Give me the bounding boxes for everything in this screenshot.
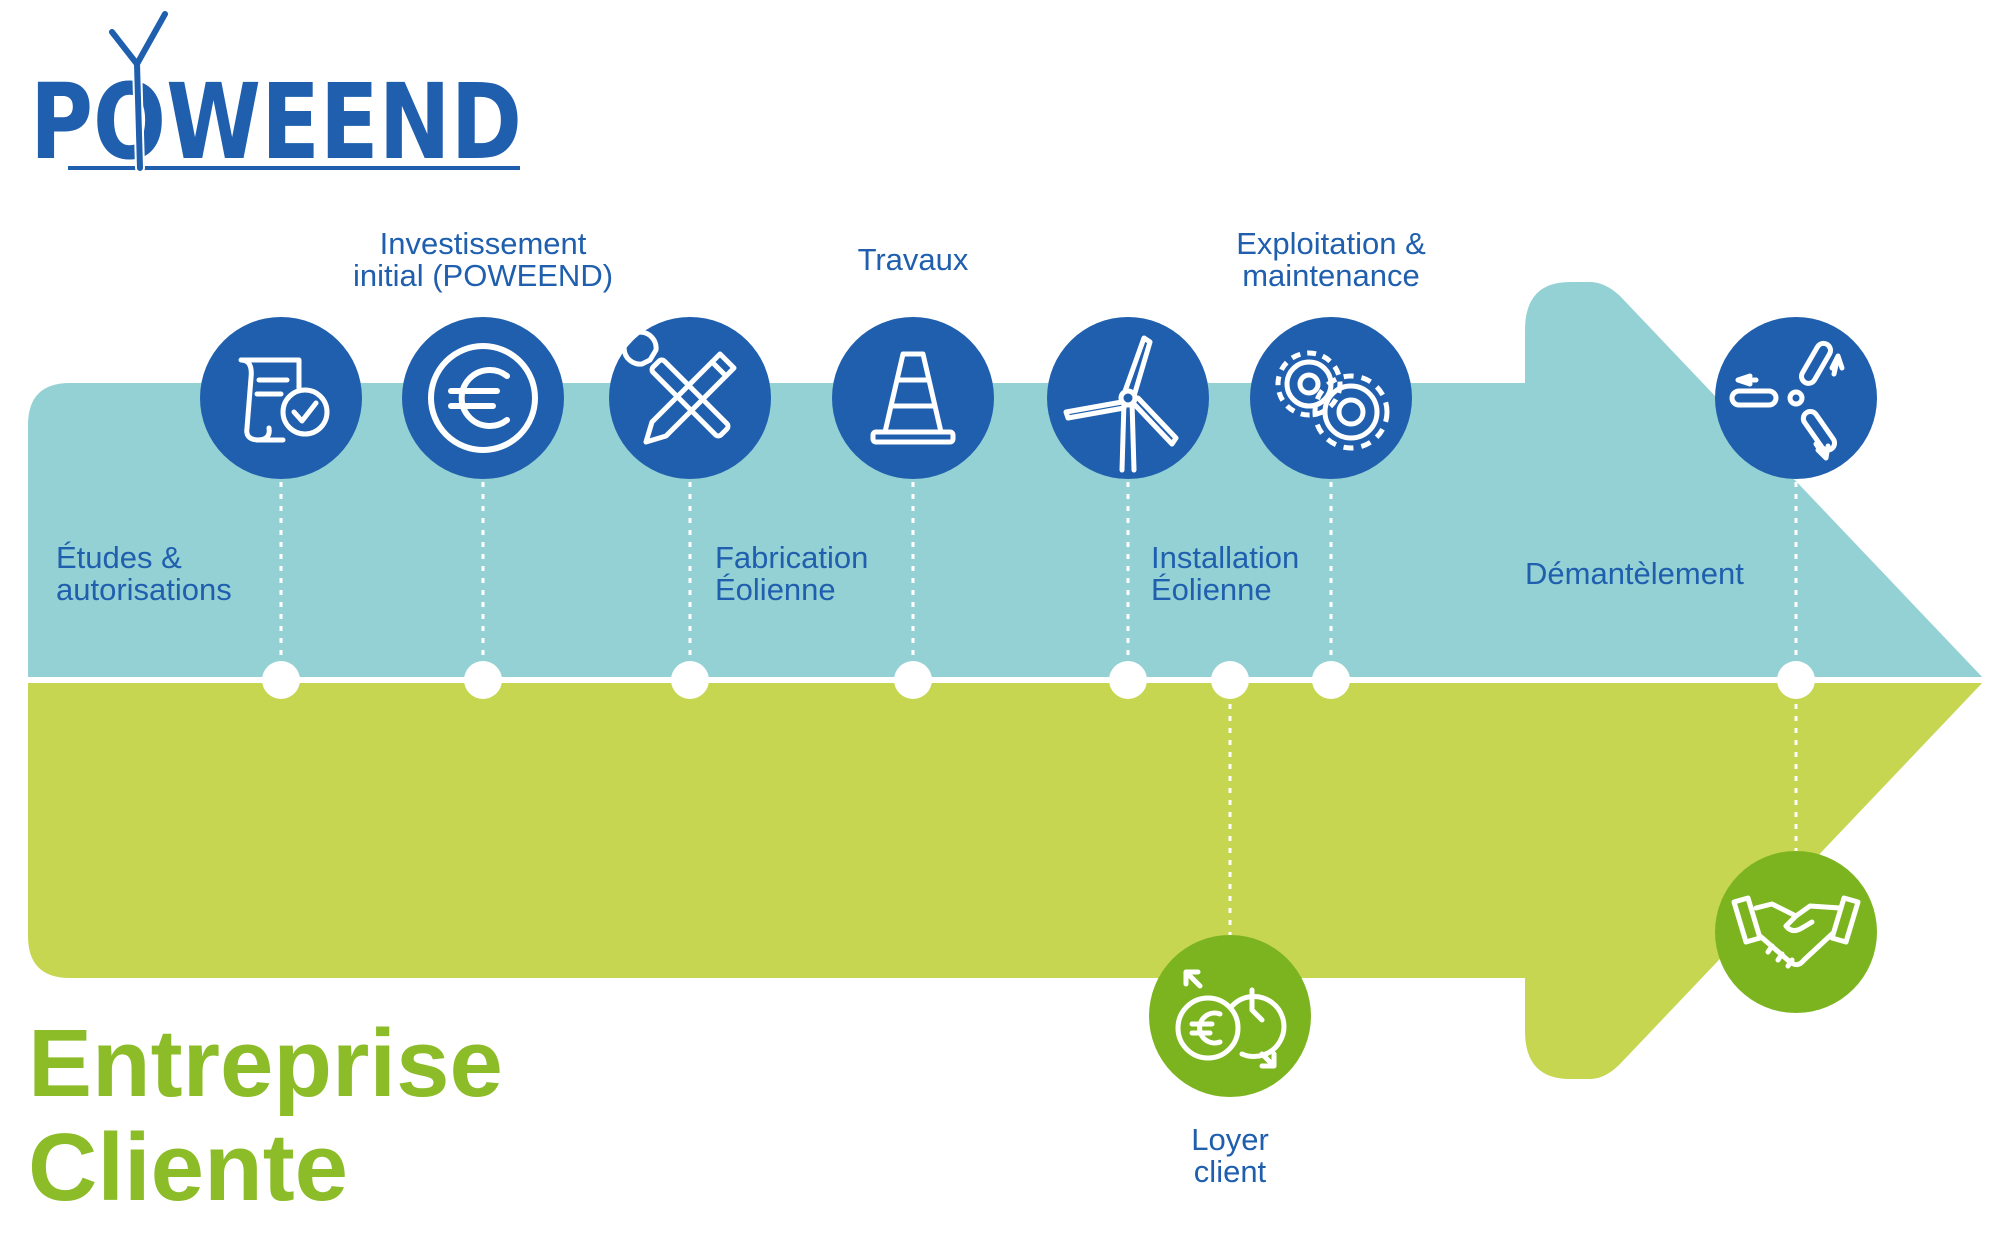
step-label-loyer-client: Loyer client bbox=[1191, 1122, 1269, 1189]
band-label-fabrication: Fabrication Éolienne bbox=[715, 540, 869, 607]
logo-text: POWEEND bbox=[30, 61, 522, 183]
timeline-node bbox=[464, 661, 502, 699]
timeline-node bbox=[262, 661, 300, 699]
logo-wind-turbine-icon bbox=[109, 11, 168, 173]
band-label-etudes: Études & autorisations bbox=[56, 540, 232, 607]
band-label-demantelement: Démantèlement bbox=[1525, 556, 1744, 591]
handshake-icon bbox=[1715, 851, 1877, 1013]
euro-icon bbox=[402, 317, 564, 479]
step-label-travaux: Travaux bbox=[857, 242, 969, 277]
document-check-icon bbox=[200, 317, 362, 479]
timeline-node bbox=[671, 661, 709, 699]
rent-euro-clock-icon bbox=[1149, 935, 1311, 1097]
timeline-node bbox=[1109, 661, 1147, 699]
band-label-installation: Installation Éolienne bbox=[1151, 540, 1300, 607]
timeline-node bbox=[1211, 661, 1249, 699]
traffic-cone-icon bbox=[832, 317, 994, 479]
timeline-node bbox=[1312, 661, 1350, 699]
dismantled-blades-icon bbox=[1715, 317, 1877, 479]
timeline-nodes bbox=[262, 661, 1815, 699]
gears-icon bbox=[1250, 317, 1412, 479]
step-label-exploitation: Exploitation & maintenance bbox=[1236, 226, 1426, 293]
timeline-arrow-bottom-half bbox=[28, 683, 1983, 1079]
poweend-logo: POWEEND bbox=[30, 11, 522, 183]
dashed-connectors bbox=[279, 482, 1798, 935]
client-title: Entreprise Cliente bbox=[28, 1010, 503, 1221]
timeline-node bbox=[894, 661, 932, 699]
step-label-investissement: Investissement initial (POWEEND) bbox=[352, 226, 614, 293]
wind-turbine-icon bbox=[1047, 317, 1209, 479]
wrench-pencil-icon bbox=[609, 317, 771, 479]
timeline-node bbox=[1777, 661, 1815, 699]
timeline-arrow-top-half bbox=[28, 282, 1983, 677]
